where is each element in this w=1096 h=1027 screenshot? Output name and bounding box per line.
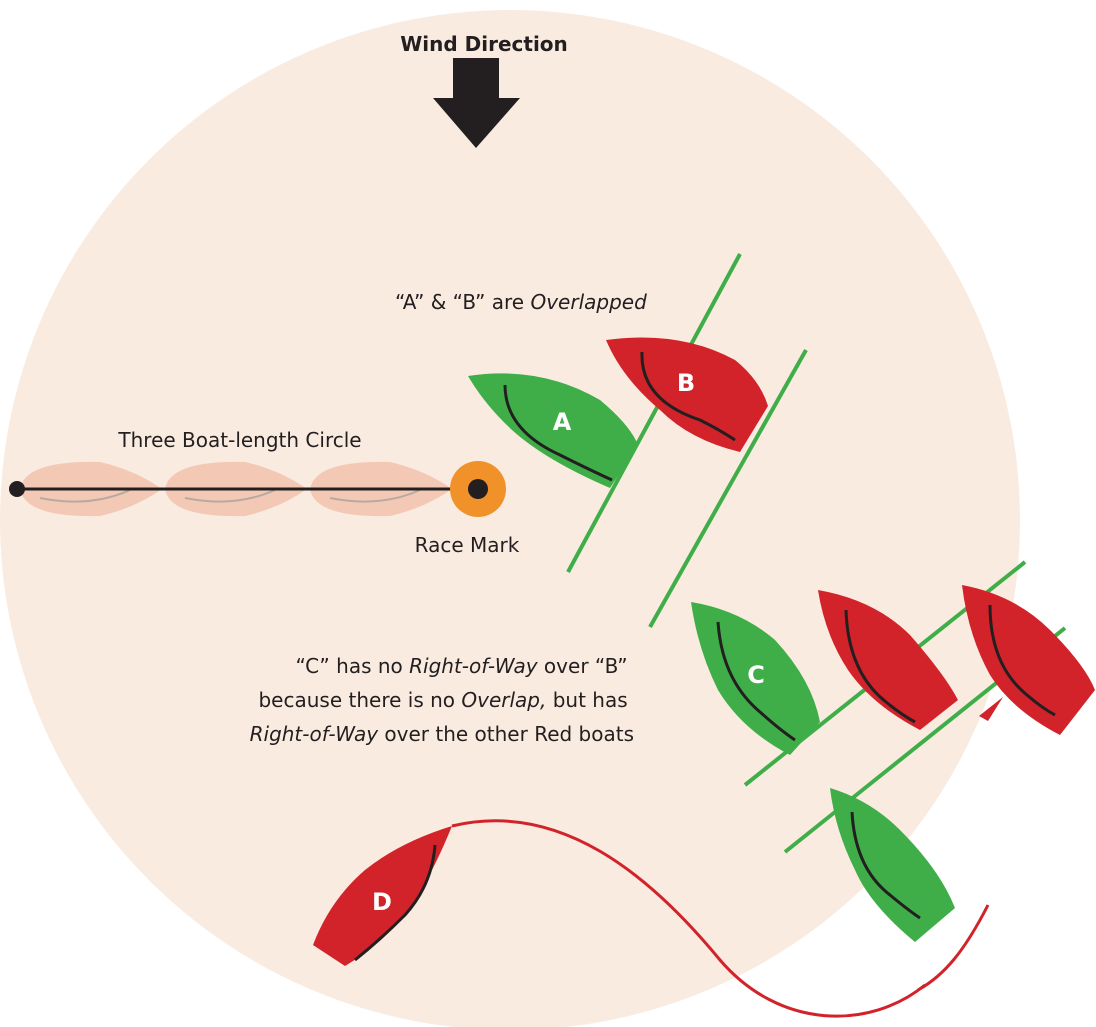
c-note-line-1: “C” has no Right-of-Way over “B” bbox=[295, 654, 627, 678]
c-note-line-3: Right-of-Way over the other Red boats bbox=[250, 722, 634, 746]
route-arrow-connector bbox=[988, 700, 1000, 905]
c-note-line-2: because there is no Overlap, but has bbox=[258, 688, 627, 712]
red-boat-2 bbox=[818, 590, 958, 730]
boat-d: D bbox=[313, 826, 452, 966]
race-mark-label: Race Mark bbox=[415, 533, 520, 557]
red-boat-3 bbox=[962, 585, 1095, 735]
wind-arrow-icon bbox=[433, 58, 520, 148]
c-note: “C” has no Right-of-Way over “B” because… bbox=[250, 654, 634, 746]
line-end-dot bbox=[9, 481, 25, 497]
boat-a: A bbox=[468, 373, 638, 488]
route-tail-real-stroke bbox=[917, 904, 990, 992]
circle-label: Three Boat-length Circle bbox=[117, 428, 361, 452]
boat-b: B bbox=[606, 337, 768, 452]
boat-b-label: B bbox=[677, 369, 695, 397]
overlap-note: “A” & “B” are Overlapped bbox=[395, 290, 647, 314]
boat-a-label: A bbox=[553, 408, 572, 436]
zone-circle bbox=[0, 10, 1020, 1027]
green-boat-bottom bbox=[830, 788, 955, 942]
overlap-line-a bbox=[566, 253, 742, 573]
ghost-boats bbox=[20, 461, 452, 517]
route-arrowhead-icon bbox=[979, 697, 1003, 721]
boat-c: C bbox=[691, 602, 820, 755]
wind-direction-label: Wind Direction bbox=[400, 32, 568, 56]
boat-d-route bbox=[451, 819, 926, 1018]
boat-c-label: C bbox=[747, 661, 765, 689]
route-arrow-shaft-visible bbox=[988, 712, 993, 905]
boat-d-label: D bbox=[372, 888, 392, 916]
overlap-line-b bbox=[648, 349, 808, 628]
race-mark-center bbox=[468, 479, 488, 499]
